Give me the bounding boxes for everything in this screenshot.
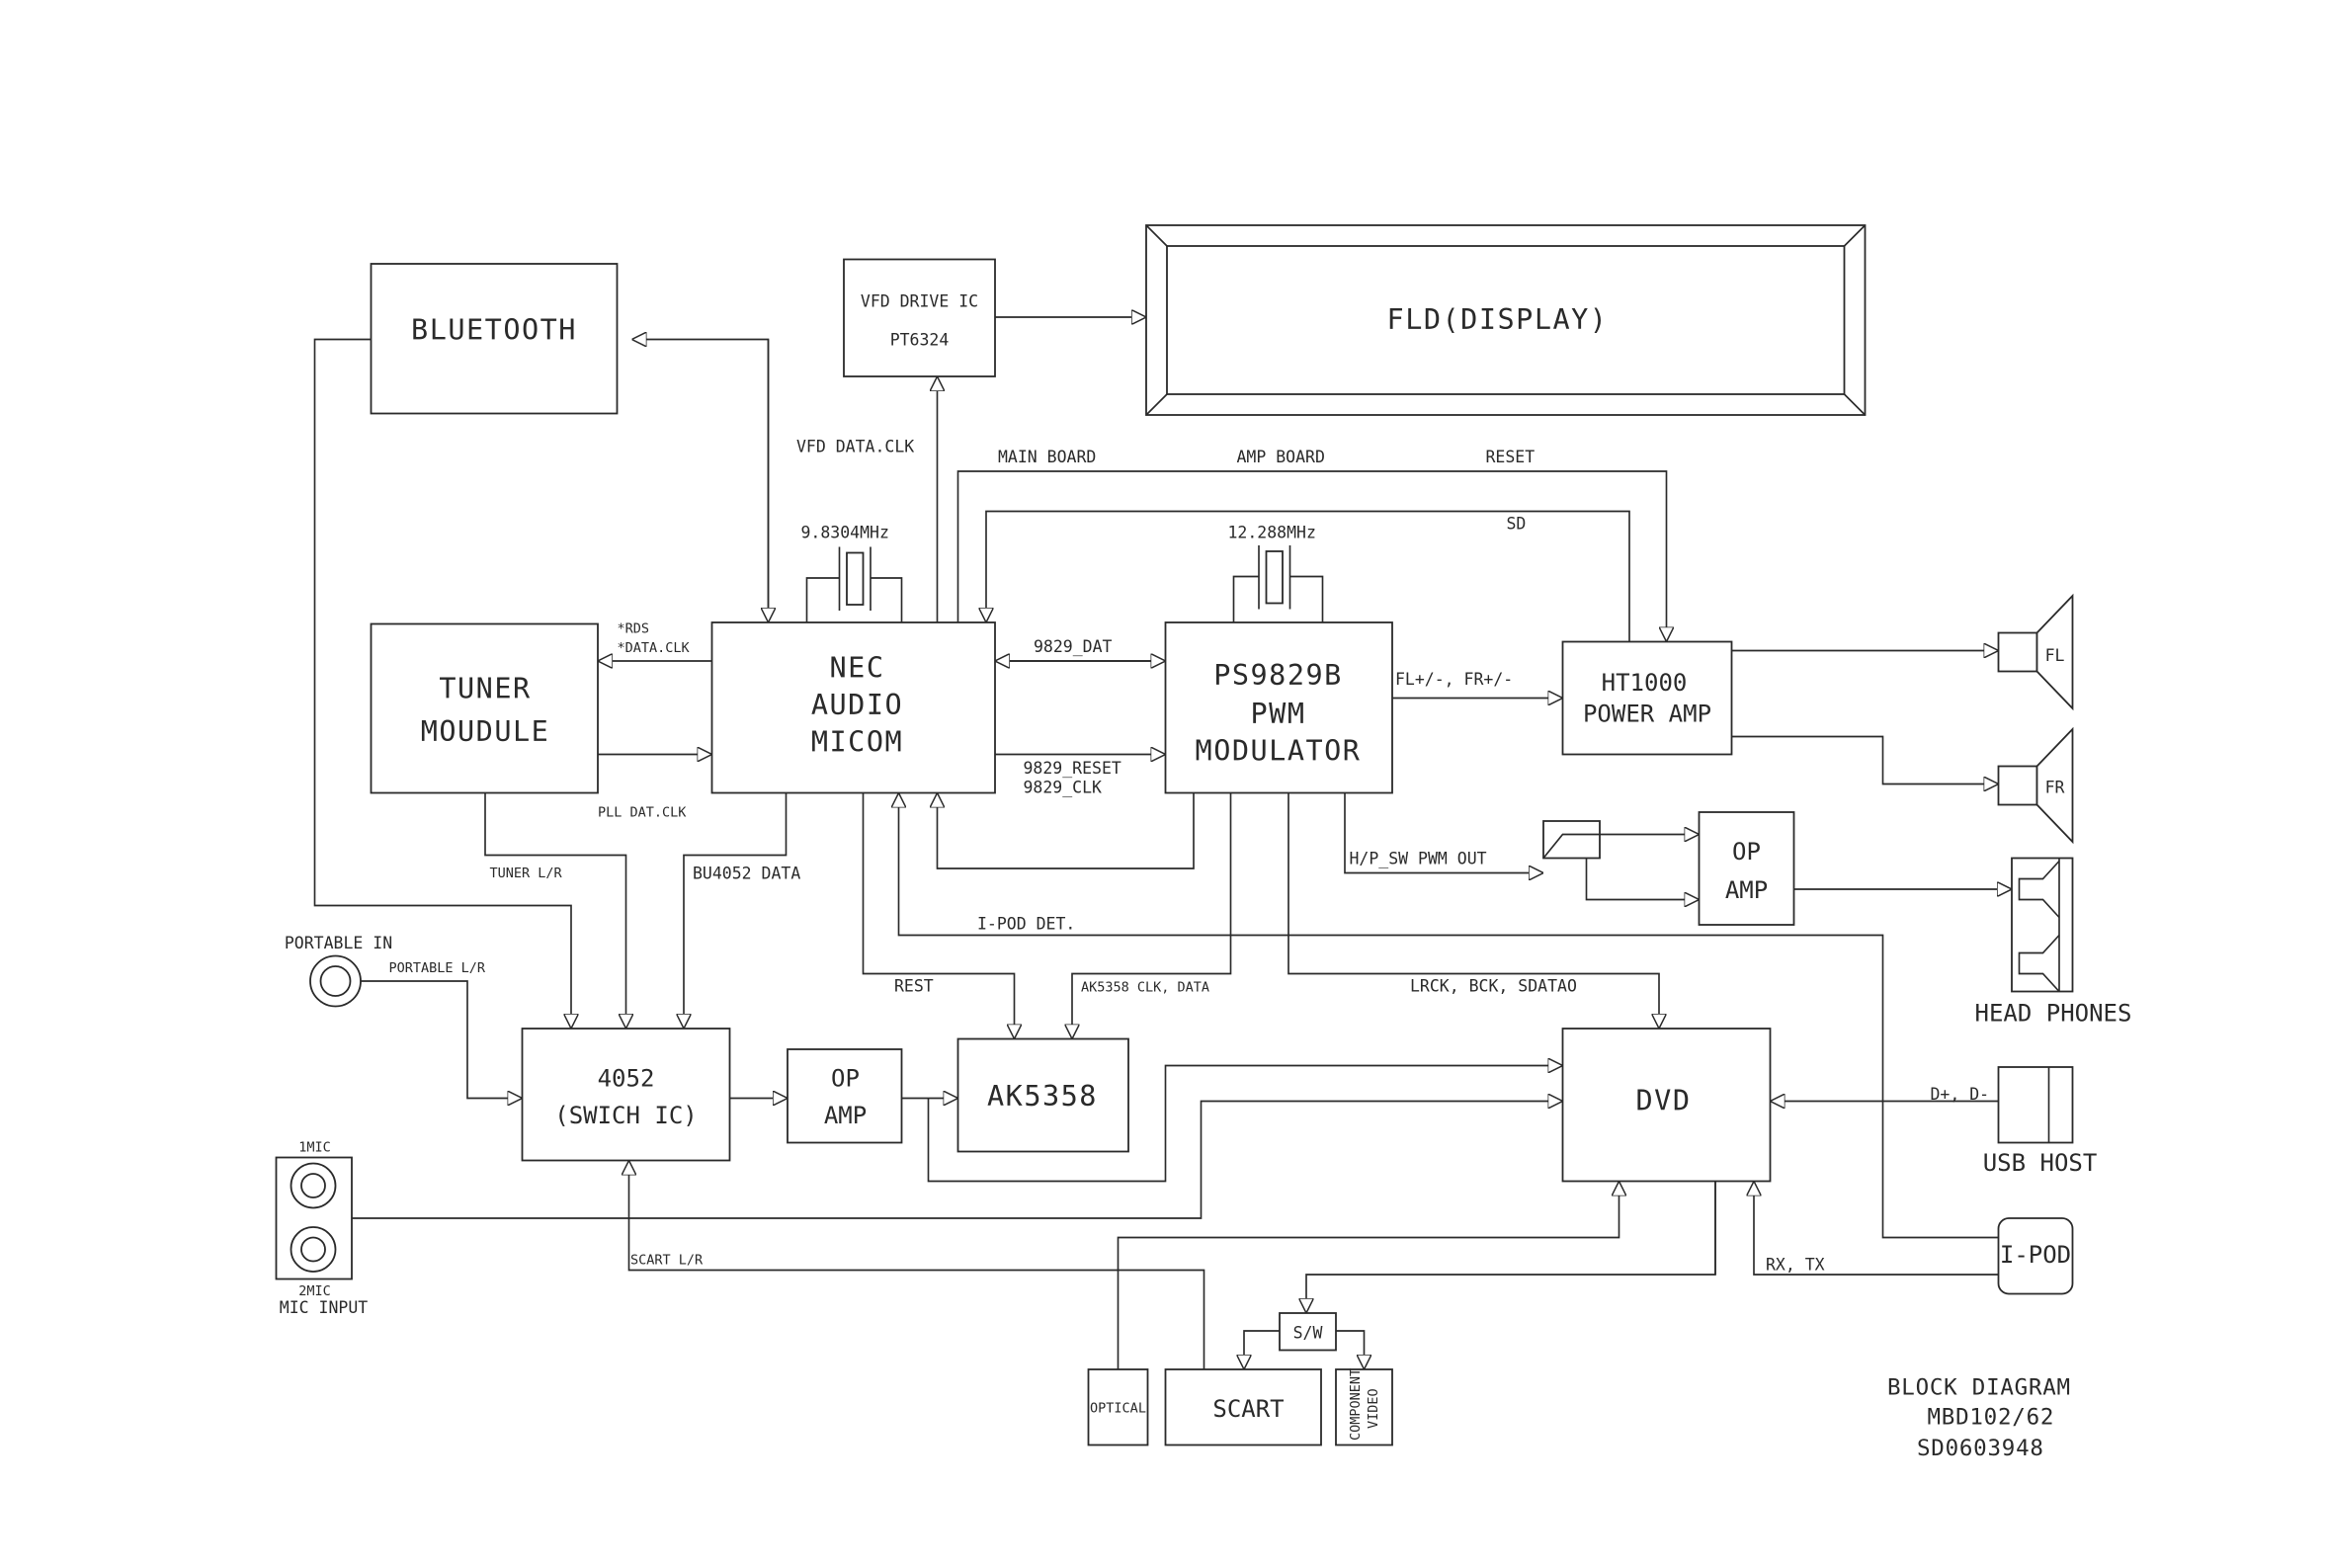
speaker-fr-icon: FR <box>1997 726 2074 845</box>
title-line-1: BLOCK DIAGRAM <box>1887 1375 2071 1401</box>
hp-sw-label: H/P_SW PWM OUT <box>1350 850 1487 868</box>
usb-host-icon <box>1997 1066 2074 1144</box>
tuner-module-block: TUNER MOUDULE <box>370 622 599 794</box>
opamp1-label-2: AMP <box>824 1102 867 1129</box>
headphones-label: HEAD PHONES <box>1975 1000 2132 1028</box>
ps9829b-block: PS9829B PWM MODULATOR <box>1164 621 1393 794</box>
reset-9829-label: 9829_RESET <box>1024 759 1121 778</box>
rds-label: *RDS <box>618 621 650 637</box>
d-plus-minus-label: D+, D- <box>1931 1085 1990 1104</box>
xtal2-label: 12.288MHz <box>1228 524 1316 542</box>
ak5358-label: AK5358 <box>987 1080 1098 1113</box>
speaker-fr-label: FR <box>2045 779 2065 797</box>
ipod-label: I-POD <box>2000 1241 2071 1269</box>
ht-label-2: POWER AMP <box>1583 701 1711 728</box>
portable-in-jack-icon <box>309 954 362 1008</box>
lrck-label: LRCK, BCK, SDATAO <box>1410 977 1577 996</box>
tuner-lr-label: TUNER L/R <box>490 866 563 881</box>
ht-label-1: HT1000 <box>1602 669 1688 697</box>
op-amp-input-block: OP AMP <box>787 1048 903 1144</box>
tuner-label-1: TUNER <box>439 673 531 705</box>
signal-wires <box>313 317 2012 1369</box>
mic2-label: 2MIC <box>298 1283 331 1299</box>
dvd-block: DVD <box>1561 1028 1772 1183</box>
nec-audio-micom-block: NEC AUDIO MICOM <box>710 621 996 794</box>
dvd-label: DVD <box>1636 1085 1692 1117</box>
ps-label-1: PS9829B <box>1213 659 1343 692</box>
mic1-label: 1MIC <box>298 1140 331 1156</box>
vfd-data-clk-label: VFD DATA.CLK <box>796 438 914 456</box>
ipod-det-label: I-POD DET. <box>977 915 1075 934</box>
portable-in-label: PORTABLE IN <box>285 934 392 952</box>
fl-fr-label: FL+/-, FR+/- <box>1395 670 1513 689</box>
sw-label: S/W <box>1293 1324 1323 1343</box>
ak5358-block: AK5358 <box>956 1037 1129 1153</box>
scart-lr-label: SCART L/R <box>630 1253 704 1269</box>
speaker-fl-label: FL <box>2045 646 2065 665</box>
ps-label-2: PWM <box>1251 698 1306 730</box>
pll-dat-clk-label: PLL DAT.CLK <box>598 805 687 821</box>
sd-label: SD <box>1507 515 1527 534</box>
mic-input-label: MIC INPUT <box>280 1298 368 1317</box>
ak-clk-label: AK5358 CLK, DATA <box>1081 980 1209 996</box>
bluetooth-block: BLUETOOTH <box>370 263 619 415</box>
component-video-block: COMPONENT VIDEO <box>1335 1368 1393 1446</box>
scart-block: SCART <box>1164 1368 1322 1446</box>
clk-9829-label: 9829_CLK <box>1024 779 1103 797</box>
optical-block: OPTICAL <box>1087 1368 1149 1446</box>
speaker-fl-icon: FL <box>1997 593 2074 711</box>
switch-label-1: 4052 <box>598 1065 655 1093</box>
vfd-drive-label: VFD DRIVE IC <box>861 292 978 311</box>
nec-label-1: NEC <box>830 652 885 685</box>
data-clk-label: *DATA.CLK <box>618 640 691 656</box>
video-label: VIDEO <box>1366 1388 1381 1429</box>
switch-ic-4052-block: 4052 (SWICH IC) <box>521 1028 731 1162</box>
reset-label: RESET <box>1486 448 1536 466</box>
signal-labels: VFD DATA.CLK MAIN BOARD AMP BOARD RESET … <box>389 438 1990 1275</box>
usb-host-label: USB HOST <box>1983 1149 2098 1177</box>
vfd-drive-part: PT6324 <box>890 331 950 350</box>
crystal-12-288mhz-icon <box>1232 545 1324 622</box>
switch-label-2: (SWICH IC) <box>554 1102 698 1129</box>
component-label: COMPONENT <box>1348 1368 1364 1441</box>
xtal1-label: 9.8304MHz <box>801 524 889 542</box>
dat-9829-label: 9829_DAT <box>1034 637 1113 656</box>
bluetooth-label: BLUETOOTH <box>411 314 577 347</box>
mic-input-jack-icon <box>275 1156 353 1280</box>
bu4052-label: BU4052 DATA <box>693 865 800 883</box>
tuner-label-2: MOUDULE <box>421 715 550 748</box>
ht1000-power-amp-block: HT1000 POWER AMP <box>1561 640 1733 756</box>
fld-display-block: FLD(DISPLAY) <box>1145 224 1867 416</box>
amp-board-label: AMP BOARD <box>1237 448 1325 466</box>
sw-block: S/W <box>1279 1312 1337 1352</box>
rest-label: REST <box>894 977 934 996</box>
nec-label-3: MICOM <box>811 726 903 759</box>
optical-label: OPTICAL <box>1090 1401 1146 1417</box>
rx-tx-label: RX, TX <box>1766 1256 1825 1275</box>
opamp2-label-2: AMP <box>1725 876 1768 904</box>
op-amp-headphone-block: OP AMP <box>1698 811 1795 926</box>
ipod-block: I-POD <box>1997 1217 2074 1295</box>
crystal-9-8304mhz-icon <box>805 546 903 622</box>
vfd-drive-ic-block: VFD DRIVE IC PT6324 <box>843 258 996 377</box>
main-board-label: MAIN BOARD <box>998 448 1096 466</box>
hp-switch-block <box>1542 820 1601 860</box>
ps-label-3: MODULATOR <box>1196 735 1362 768</box>
opamp2-label-1: OP <box>1732 838 1761 866</box>
headphones-icon <box>2011 857 2074 993</box>
title-line-3: SD0603948 <box>1917 1436 2044 1461</box>
opamp1-label-1: OP <box>831 1065 860 1093</box>
fld-display-label: FLD(DISPLAY) <box>1387 303 1609 336</box>
nec-label-2: AUDIO <box>811 689 903 721</box>
scart-label: SCART <box>1212 1395 1284 1423</box>
title-line-2: MBD102/62 <box>1928 1405 2055 1431</box>
title-block: BLOCK DIAGRAM MBD102/62 SD0603948 <box>1887 1375 2071 1462</box>
portable-lr-label: PORTABLE L/R <box>389 960 486 976</box>
